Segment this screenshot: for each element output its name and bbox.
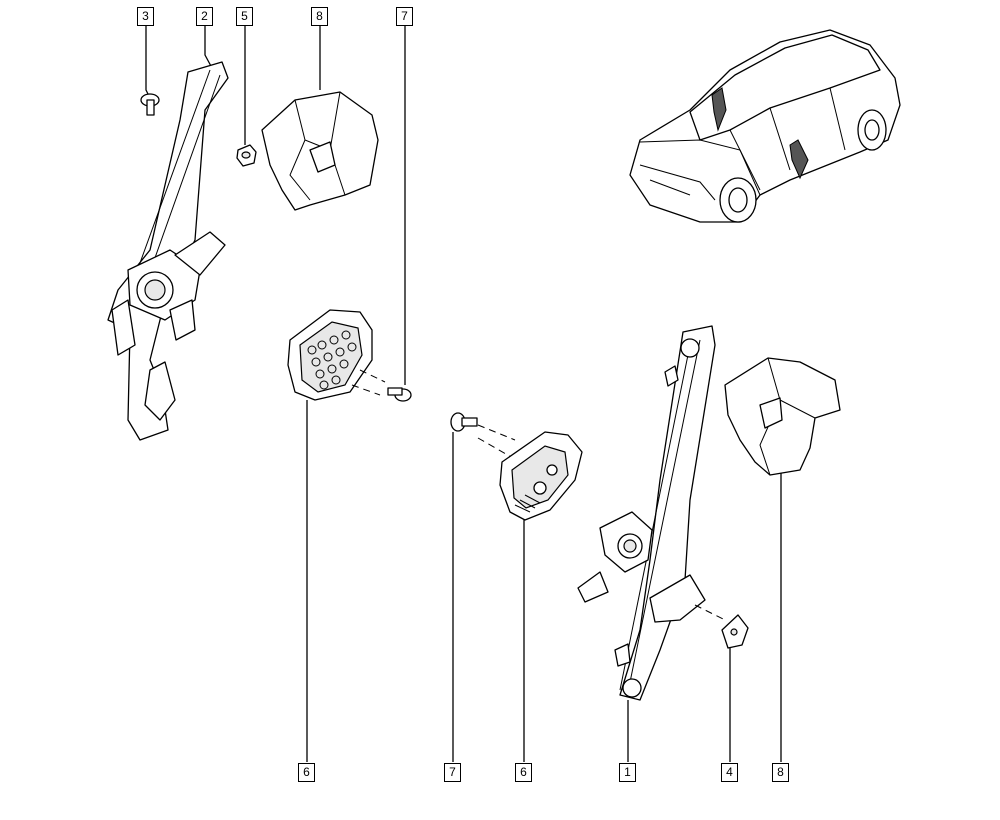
callout-2: 2	[196, 7, 213, 26]
callout-7-bottom: 7	[444, 763, 461, 782]
bolt-7-bottom	[450, 412, 521, 463]
bolt-7-top	[387, 387, 412, 402]
callout-8-top: 8	[311, 7, 328, 26]
callout-6-left: 6	[298, 763, 315, 782]
nut-5	[236, 144, 257, 167]
motor-cover-8-bottom	[724, 357, 841, 476]
callout-8-bottom: 8	[772, 763, 789, 782]
callout-6-right: 6	[515, 763, 532, 782]
callout-5: 5	[236, 7, 253, 26]
right-window-regulator-1	[577, 325, 726, 701]
callout-7-top: 7	[396, 7, 413, 26]
callout-3: 3	[137, 7, 154, 26]
callout-1: 1	[619, 763, 636, 782]
control-module-6-left	[287, 309, 386, 401]
left-window-regulator	[107, 61, 229, 441]
car-illustration	[629, 29, 901, 223]
bolt-3	[140, 93, 160, 116]
clip-4	[721, 614, 749, 649]
motor-cover-8-top	[261, 91, 379, 211]
leader-lines	[145, 26, 782, 762]
control-module-6-right	[499, 431, 583, 521]
callout-4: 4	[721, 763, 738, 782]
